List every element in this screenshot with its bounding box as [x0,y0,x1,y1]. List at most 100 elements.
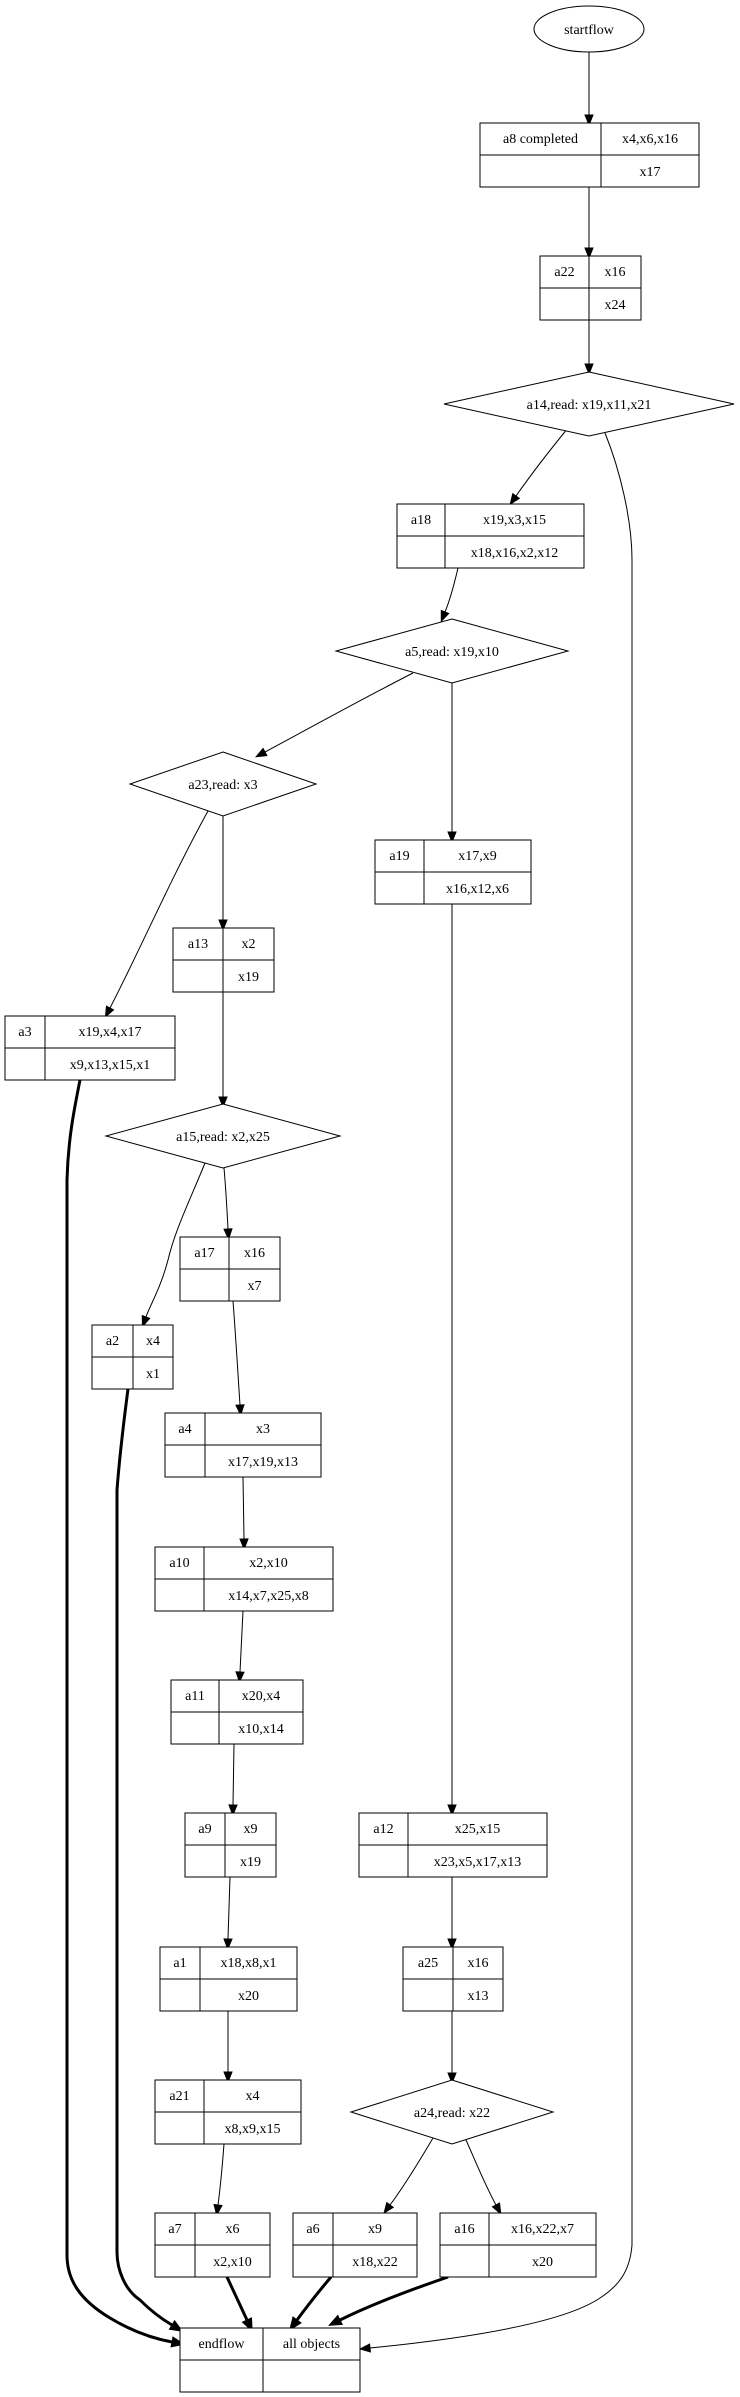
edge-a9-to-a1 [223,1876,233,1951]
edge-a13-to-a15 [218,992,228,1109]
edge-line [227,1876,231,1940]
arrowhead-icon [584,247,594,260]
write-set: x20,x4 [242,1689,281,1704]
edge-line [217,2143,225,2206]
edge-a6-to-endflow [289,2276,333,2331]
edge-line [239,1610,244,1673]
edge-line [515,427,569,497]
read-set: x7 [248,1279,262,1294]
write-set: x4,x6,x16 [622,132,678,147]
arrowhead-icon [383,2201,395,2215]
read-set: x8,x9,x15 [225,2122,281,2137]
edge-line [223,1167,229,1230]
arrowhead-icon [584,363,594,376]
decision-a5[interactable]: a5,read: x19,x10 [334,618,570,684]
read-set: x14,x7,x25,x8 [228,1589,309,1604]
read-set: x10,x14 [238,1722,284,1737]
activity-name: a1 [173,1956,186,1971]
edge-line [232,1743,235,1806]
edge-line [264,672,414,753]
activity-name: a25 [418,1956,438,1971]
read-set: x19 [238,970,259,985]
decision-a24[interactable]: a24,read: x22 [349,2079,555,2145]
activity-name: a6 [306,2222,319,2237]
edge-line [225,2276,249,2321]
activity-name: a12 [373,1822,393,1837]
edge-a19-to-a12 [447,904,457,1817]
arrowhead-icon [235,1671,245,1684]
edge-line [65,1079,173,2344]
arrowhead-icon [218,919,228,932]
arrowhead-icon [509,492,521,506]
decision-diamond [334,618,570,684]
edge-a5-to-a19 [447,683,457,844]
activity-name: a11 [185,1689,205,1704]
write-set: all objects [283,2337,340,2352]
arrowhead-icon [213,2203,223,2217]
read-set: x20 [238,1989,259,2004]
edge-a4-to-a10 [239,1476,249,1551]
activity-name: a10 [169,1556,189,1571]
write-set: x16 [244,1246,265,1261]
edge-line [389,2137,434,2206]
activity-name: a7 [168,2222,181,2237]
node-a11[interactable]: a11 x20,x4 x10,x14 [170,1679,304,1745]
start-label: startflow [564,23,615,38]
decision-a23[interactable]: a23,read: x3 [128,751,318,817]
arrowhead-icon [254,747,268,758]
activity-name: a16 [454,2222,474,2237]
arrowhead-icon [104,1005,115,1019]
arrowhead-icon [447,1804,457,1817]
read-set: x9,x13,x15,x1 [70,1058,151,1073]
arrowhead-icon [223,1938,233,1951]
edge-a18-to-a5 [440,567,459,623]
write-set: x16,x22,x7 [511,2222,574,2237]
edge-a8-to-a22 [584,187,594,260]
arrowhead-icon [447,831,457,844]
decision-a15[interactable]: a15,read: x2,x25 [104,1103,342,1169]
arrowhead-icon [447,2072,457,2085]
start-ellipse [533,5,645,53]
read-set: x19 [240,1855,261,1870]
edge-line [339,2275,449,2322]
arrowhead-icon [223,1228,233,1241]
edge-a21-to-a7 [213,2143,225,2217]
write-set: x19,x3,x15 [483,513,546,528]
edge-a23-to-a3 [104,810,209,1019]
arrowhead-icon [223,2071,233,2084]
edge-a12-to-a25 [447,1877,457,1951]
decision-a14[interactable]: a14,read: x19,x11,x21 [443,371,735,437]
read-set: x1 [146,1367,160,1382]
write-set: x3 [256,1422,270,1437]
read-set: x23,x5,x17,x13 [434,1855,522,1870]
edge-startflow-to-a8 [584,52,594,127]
arrowhead-icon [235,1404,245,1417]
node-startflow[interactable]: startflow [533,5,645,53]
arrowhead-icon [289,2316,302,2331]
edge-a14-to-endflow [358,432,633,2353]
edge-a15-to-a2 [141,1162,206,1328]
edge-a25-to-a24 [447,2011,457,2085]
arrowhead-icon [239,1538,249,1551]
edge-a5-to-a23 [254,672,414,758]
